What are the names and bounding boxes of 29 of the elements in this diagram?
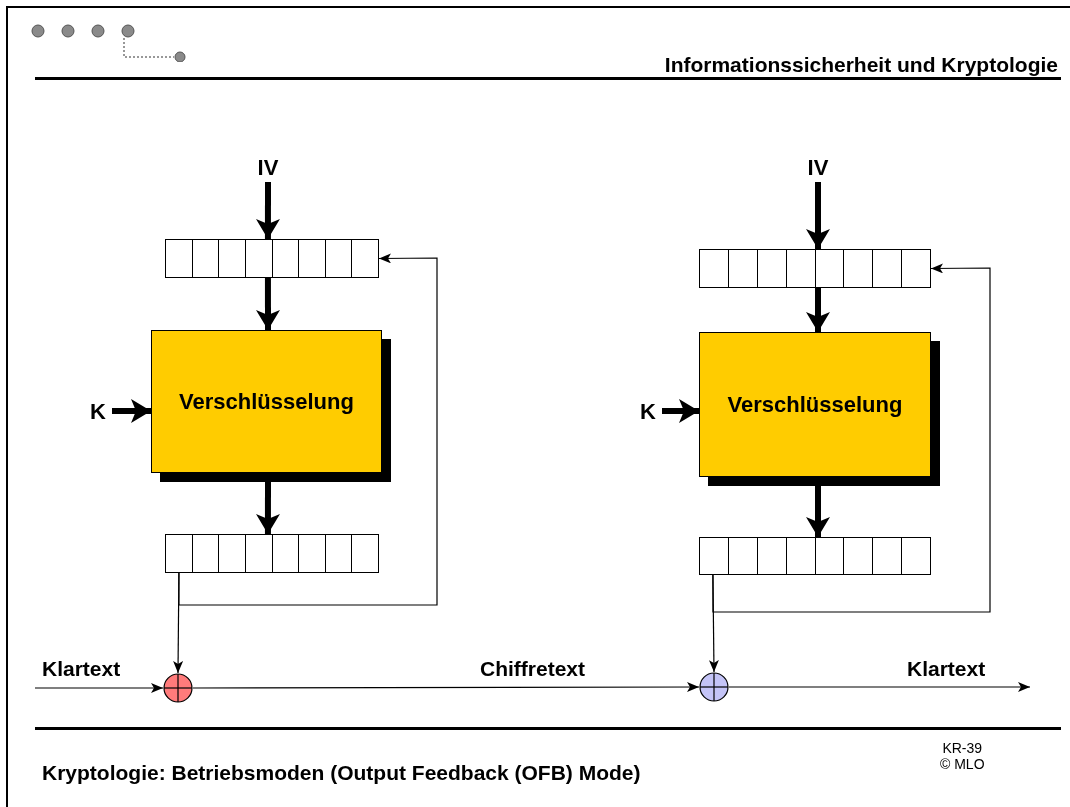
- arrow: [112, 398, 151, 423]
- arrow: [34, 683, 164, 693]
- input-label: K: [84, 396, 112, 426]
- box-label: Verschlüsselung: [727, 391, 903, 419]
- arrow: [662, 399, 699, 423]
- xor-symbol: [699, 672, 729, 702]
- arrow: [708, 574, 719, 673]
- caption: Kryptologie: Betriebsmoden (Output Feedback (OFB) Mode): [42, 760, 641, 786]
- input-label: IV: [248, 152, 288, 182]
- arrow: [173, 572, 184, 674]
- register-box: [699, 249, 931, 288]
- register-box: [165, 239, 379, 278]
- input-label: IV: [798, 152, 838, 182]
- arrow: [192, 682, 700, 692]
- input-label: K: [634, 396, 662, 426]
- xor-symbol: [163, 673, 193, 703]
- arrow: [728, 682, 1031, 692]
- register-box: [165, 534, 379, 573]
- box-label: Verschlüsselung: [179, 388, 354, 416]
- slide-number: KR-39: [942, 740, 983, 756]
- arrow: [806, 182, 830, 249]
- title: Informationssicherheit und Kryptologie: [664, 52, 1058, 78]
- slide-number: © MLO: [940, 756, 985, 772]
- arrow: [806, 288, 830, 332]
- arrow: [178, 253, 438, 606]
- arrow: [256, 278, 280, 330]
- arrow: [255, 182, 280, 239]
- arrow: [712, 263, 991, 613]
- register-box: [699, 537, 931, 575]
